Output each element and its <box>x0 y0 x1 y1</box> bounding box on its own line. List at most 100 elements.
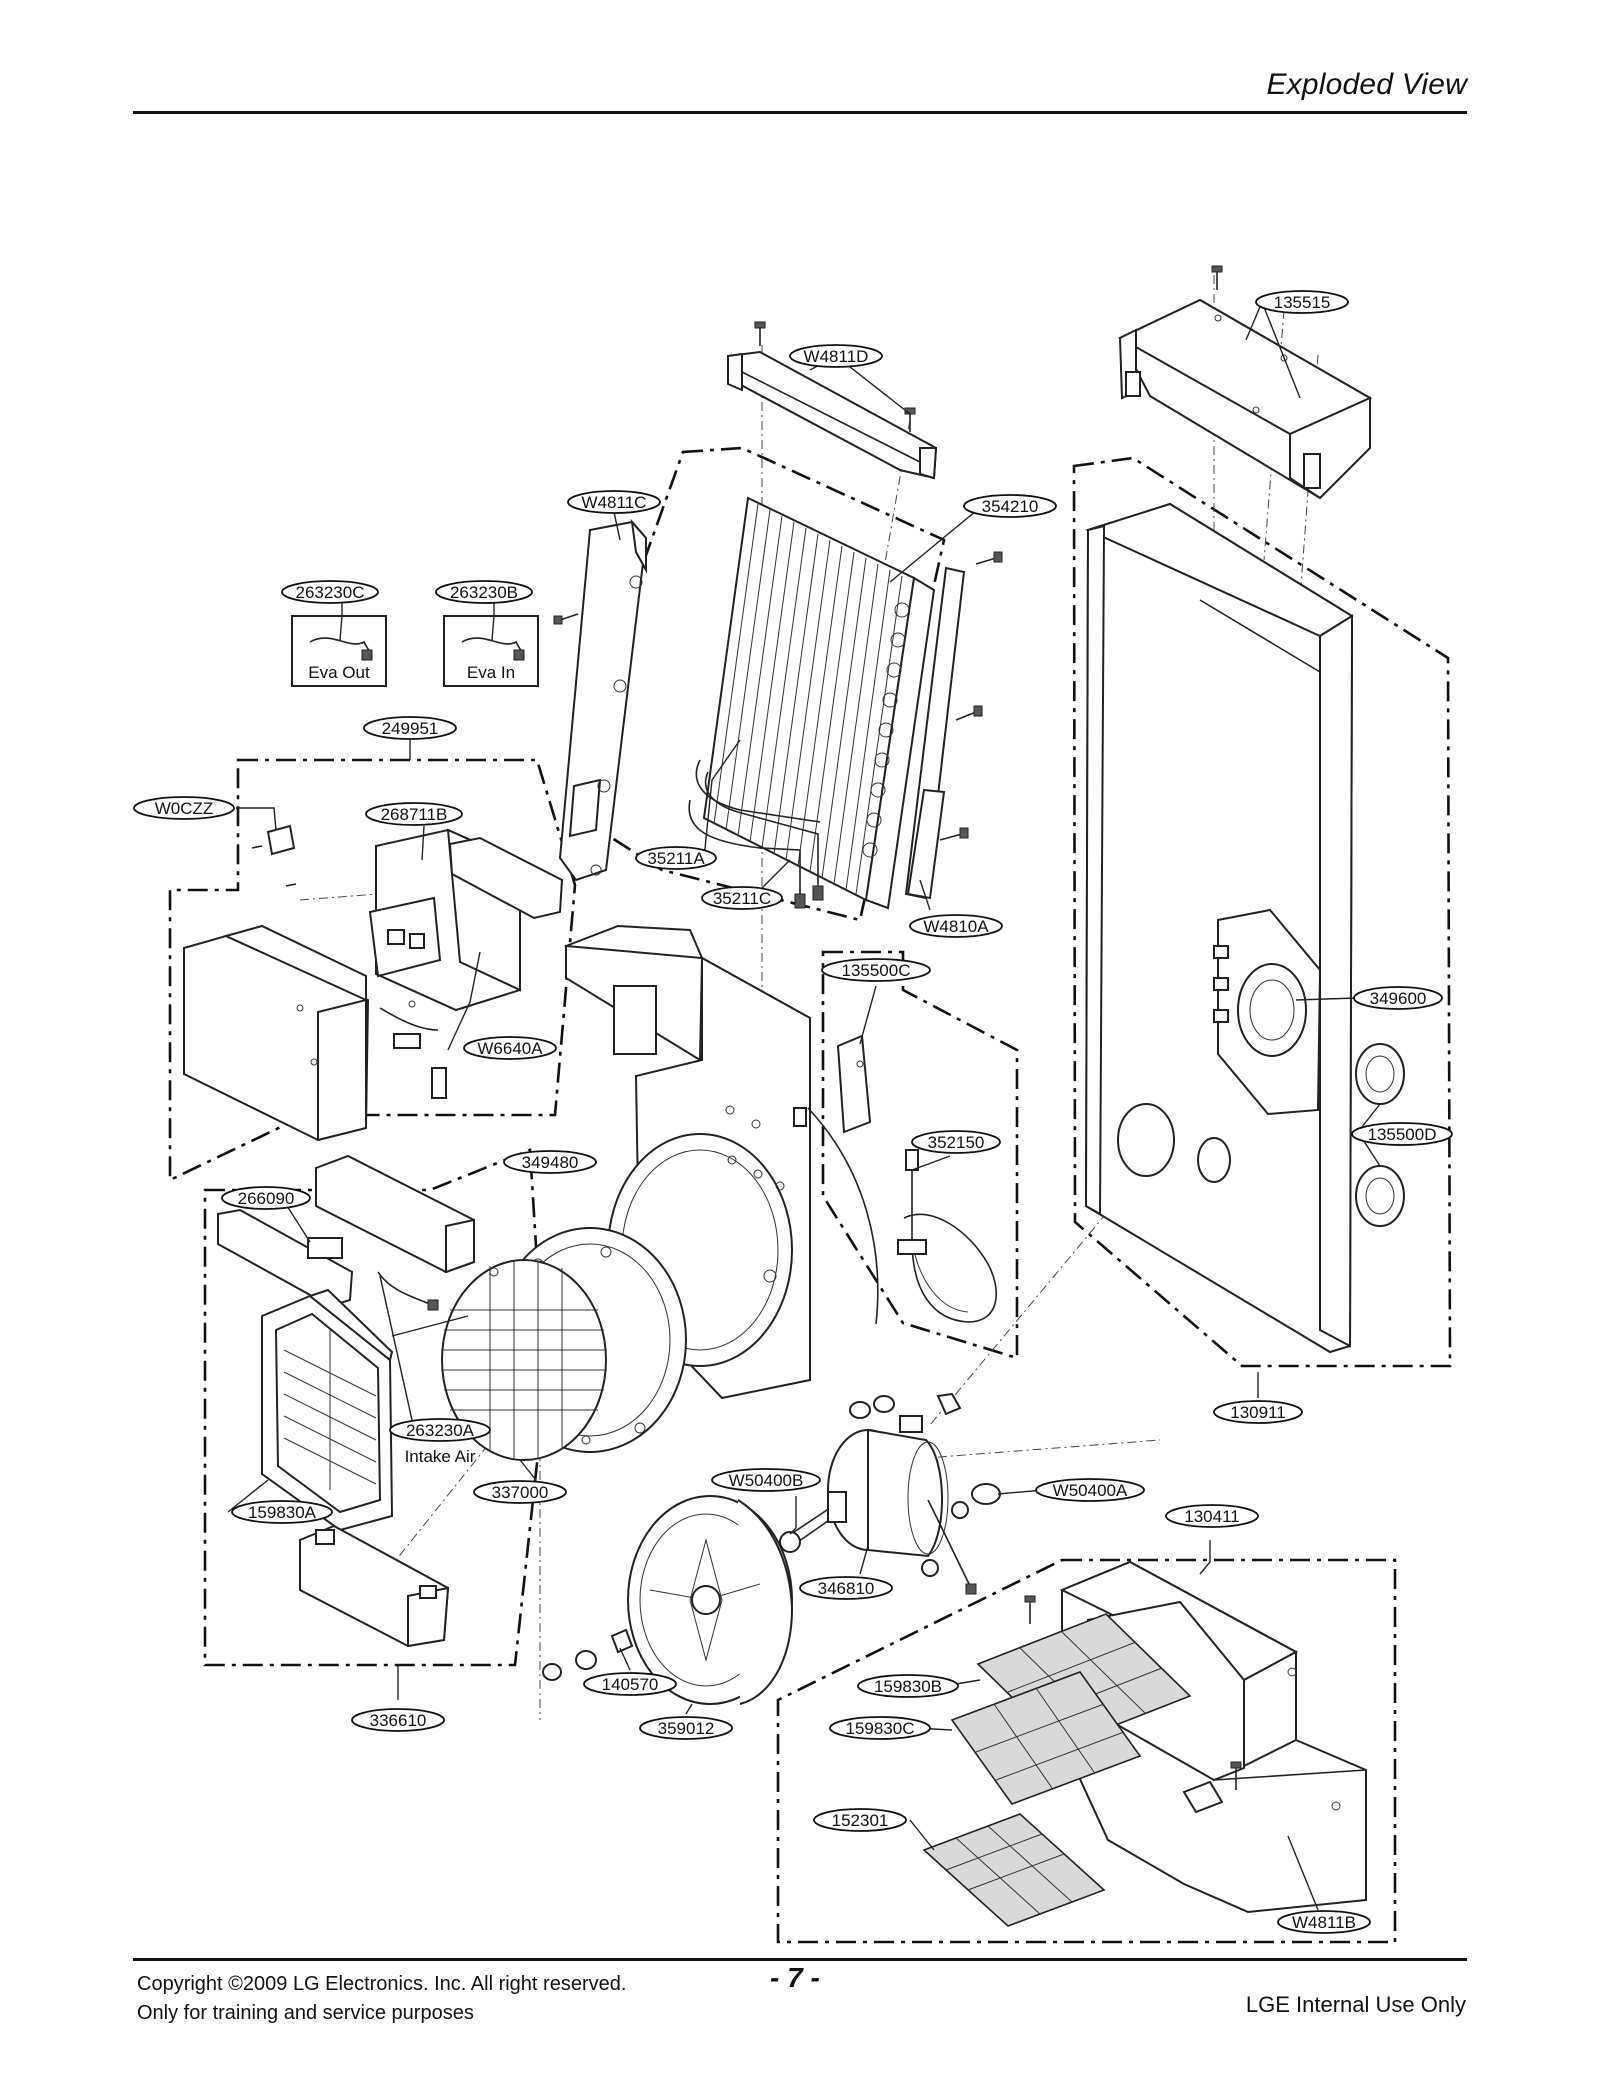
svg-text:135500D: 135500D <box>1367 1125 1436 1144</box>
coil-hairpins <box>862 602 910 858</box>
grille-bars <box>442 1262 606 1458</box>
svg-text:152301: 152301 <box>832 1811 889 1830</box>
part-labels: 135515 W4811D W4811C 354210 263230C 2632… <box>133 290 1453 1934</box>
svg-text:349480: 349480 <box>522 1153 579 1172</box>
page-title: Exploded View <box>1266 68 1467 101</box>
copyright-text: Copyright ©2009 LG Electronics. Inc. All… <box>137 1973 627 1995</box>
base-pan <box>922 1560 1367 1927</box>
part-label-266090: 266090 <box>221 1186 311 1210</box>
part-label-W0CZZ: W0CZZ <box>133 796 235 820</box>
svg-text:336610: 336610 <box>370 1711 427 1730</box>
hose-clamp <box>836 1034 872 1134</box>
filter-152301 <box>922 1813 1106 1927</box>
part-label-W4811D: W4811D <box>789 344 883 368</box>
evaporator-coil <box>688 496 936 910</box>
filter-c-cells <box>975 1687 1125 1789</box>
svg-text:W6640A: W6640A <box>477 1039 543 1058</box>
part-label-349480: 349480 <box>503 1150 597 1174</box>
svg-text:346810: 346810 <box>818 1579 875 1598</box>
part-label-349600: 349600 <box>1353 986 1443 1010</box>
part-label-W50400B: W50400B <box>711 1468 821 1492</box>
part-label-135515: 135515 <box>1255 290 1349 314</box>
svg-text:135500C: 135500C <box>841 961 910 980</box>
part-label-159830A: 159830A <box>231 1500 333 1524</box>
hole-caps <box>1355 1043 1405 1227</box>
svg-text:W50400B: W50400B <box>729 1471 804 1490</box>
svg-text:263230A: 263230A <box>406 1421 475 1440</box>
intake-assembly <box>217 1154 475 1648</box>
filter-slats <box>283 1330 377 1490</box>
part-label-346810: 346810 <box>799 1576 893 1600</box>
part-label-W50400A: W50400A <box>1035 1478 1145 1502</box>
drain-hose <box>836 1034 998 1323</box>
left-side-bracket <box>553 518 648 882</box>
svg-text:W4811C: W4811C <box>582 493 647 512</box>
part-label-135500C: 135500C <box>821 958 931 982</box>
sensor-boxes <box>291 615 539 687</box>
svg-text:159830A: 159830A <box>248 1503 317 1522</box>
svg-text:359012: 359012 <box>658 1719 715 1738</box>
fan-grille <box>441 1259 607 1461</box>
svg-text:159830C: 159830C <box>845 1719 914 1738</box>
svg-text:159830B: 159830B <box>874 1677 942 1696</box>
part-label-359012: 359012 <box>639 1716 733 1740</box>
w50400a-nut <box>971 1483 1001 1505</box>
part-label-35211A: 35211A <box>635 846 717 870</box>
svg-text:352150: 352150 <box>928 1133 985 1152</box>
part-label-263230B: 263230B <box>435 580 533 604</box>
coil-fins <box>713 503 903 895</box>
svg-text:349600: 349600 <box>1370 989 1427 1008</box>
part-label-130411: 130411 <box>1165 1504 1259 1528</box>
case-group-outline <box>1072 456 1452 1368</box>
svg-text:263230C: 263230C <box>295 583 364 602</box>
svg-text:130911: 130911 <box>1230 1403 1285 1422</box>
part-label-W6640A: W6640A <box>463 1036 557 1060</box>
part-label-W4811C: W4811C <box>567 490 661 514</box>
svg-text:249951: 249951 <box>382 719 439 738</box>
svg-text:135515: 135515 <box>1274 293 1331 312</box>
part-label-130911: 130911 <box>1213 1400 1303 1424</box>
caption-eva-out: Eva Out <box>308 663 370 682</box>
captions: Eva Out Eva In Intake Air <box>308 663 515 1466</box>
svg-text:266090: 266090 <box>238 1189 295 1208</box>
control-box-group-outline <box>168 758 577 1183</box>
footer-copyright-block: Copyright ©2009 LG Electronics. Inc. All… <box>137 1970 626 2028</box>
caption-eva-in: Eva In <box>467 663 515 682</box>
part-label-W4811B: W4811B <box>1277 1910 1371 1934</box>
part-label-135500D: 135500D <box>1351 1122 1453 1146</box>
sensor-frames <box>291 615 539 687</box>
part-label-263230A: 263230A <box>389 1418 491 1442</box>
part-label-337000: 337000 <box>473 1480 567 1504</box>
page-number: - 7 - <box>770 1962 820 1993</box>
part-label-159830B: 159830B <box>857 1674 959 1698</box>
part-label-249951: 249951 <box>363 716 457 740</box>
part-label-152301: 152301 <box>813 1808 907 1832</box>
svg-text:35211A: 35211A <box>647 849 705 868</box>
svg-text:268711B: 268711B <box>381 805 448 824</box>
internal-use-notice: LGE Internal Use Only <box>1245 1992 1466 2017</box>
svg-text:354210: 354210 <box>982 497 1039 516</box>
svg-text:W50400A: W50400A <box>1053 1481 1128 1500</box>
svg-text:130411: 130411 <box>1184 1507 1239 1526</box>
part-label-140570: 140570 <box>583 1672 677 1696</box>
part-label-336610: 336610 <box>351 1708 445 1732</box>
part-label-263230C: 263230C <box>281 580 379 604</box>
part-label-352150: 352150 <box>911 1130 1001 1154</box>
evaporator-group-outline <box>601 446 946 922</box>
control-box-assembly <box>183 824 564 1142</box>
part-label-W4810A: W4810A <box>909 914 1003 938</box>
header-rule <box>133 111 1467 114</box>
top-bracket <box>727 321 938 480</box>
part-label-35211C: 35211C <box>701 886 783 910</box>
part-label-159830C: 159830C <box>829 1716 931 1740</box>
leader-lines <box>227 301 1381 1911</box>
base-group-outline <box>776 1558 1397 1944</box>
svg-text:337000: 337000 <box>492 1483 549 1502</box>
footer-rule <box>133 1958 1467 1961</box>
right-side-bracket <box>904 551 1003 900</box>
caption-intake-air: Intake Air <box>405 1447 476 1466</box>
drain-hose-group-outline <box>821 950 1019 1360</box>
fan-motor <box>779 1392 1001 1595</box>
svg-text:W4811D: W4811D <box>804 347 869 366</box>
